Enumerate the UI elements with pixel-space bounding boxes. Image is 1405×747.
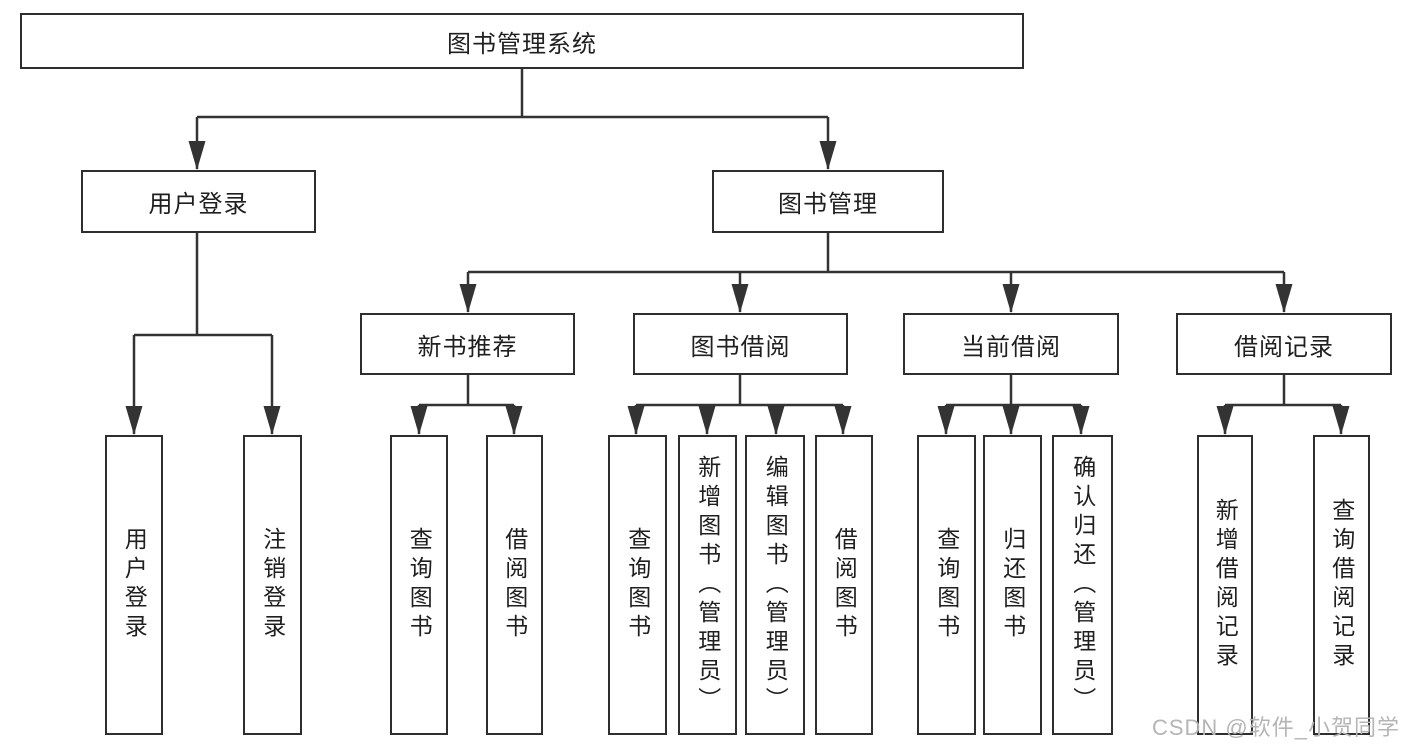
leaf-rec-query-book-label: 查询图书 [406, 527, 433, 643]
leaf-cb-query-book: 查询图书 [917, 435, 976, 735]
leaf-bb-edit-book-admin-label: 编辑图书（管理员） [762, 454, 789, 716]
leaf-br-add-record-label: 新增借阅记录 [1212, 498, 1239, 672]
connector-user-login-trunk [134, 233, 272, 337]
leaf-rec-borrow-book-label: 借阅图书 [501, 527, 528, 643]
leaf-logout-login-label: 注销登录 [259, 527, 286, 643]
node-book-borrowing: 图书借阅 [633, 313, 848, 375]
leaf-bb-borrow-book: 借阅图书 [815, 435, 873, 735]
leaf-cb-confirm-return-admin-label: 确认归还（管理员） [1069, 454, 1096, 716]
node-new-book-recommend: 新书推荐 [360, 313, 575, 375]
leaf-bb-add-book-admin-label: 新增图书（管理员） [694, 454, 721, 716]
leaf-logout-login: 注销登录 [243, 435, 302, 735]
connector-book-borrow-trunk [636, 375, 843, 407]
node-book-management: 图书管理 [712, 170, 944, 233]
node-borrowing-records: 借阅记录 [1176, 313, 1392, 375]
connector-current-borrow-trunk [946, 375, 1081, 407]
connector-root-trunk [197, 69, 828, 119]
leaf-rec-borrow-book: 借阅图书 [486, 435, 543, 735]
leaf-bb-borrow-book-label: 借阅图书 [831, 527, 858, 643]
leaf-cb-confirm-return-admin: 确认归还（管理员） [1052, 435, 1113, 735]
node-library-system: 图书管理系统 [20, 13, 1024, 69]
leaf-bb-add-book-admin: 新增图书（管理员） [678, 435, 737, 735]
leaf-bb-query-book: 查询图书 [608, 435, 667, 735]
leaf-user-login: 用户登录 [105, 435, 163, 735]
node-current-borrowing: 当前借阅 [903, 313, 1119, 375]
leaf-bb-query-book-label: 查询图书 [624, 527, 651, 643]
leaf-user-login-label: 用户登录 [121, 527, 148, 643]
watermark: CSDN @软件_小贺同学 [1151, 715, 1400, 740]
connector-book-mgmt-trunk [468, 233, 1284, 274]
connector-new-book-rec-trunk [419, 375, 514, 407]
leaf-cb-return-book: 归还图书 [983, 435, 1042, 735]
connector-borrow-records-trunk [1225, 375, 1341, 407]
leaf-cb-return-book-label: 归还图书 [999, 527, 1026, 643]
node-user-login: 用户登录 [81, 170, 316, 233]
leaf-br-query-record: 查询借阅记录 [1313, 435, 1370, 735]
leaf-cb-query-book-label: 查询图书 [933, 527, 960, 643]
leaf-br-add-record: 新增借阅记录 [1197, 435, 1253, 735]
leaf-bb-edit-book-admin: 编辑图书（管理员） [745, 435, 805, 735]
leaf-br-query-record-label: 查询借阅记录 [1328, 498, 1355, 672]
leaf-rec-query-book: 查询图书 [390, 435, 448, 735]
